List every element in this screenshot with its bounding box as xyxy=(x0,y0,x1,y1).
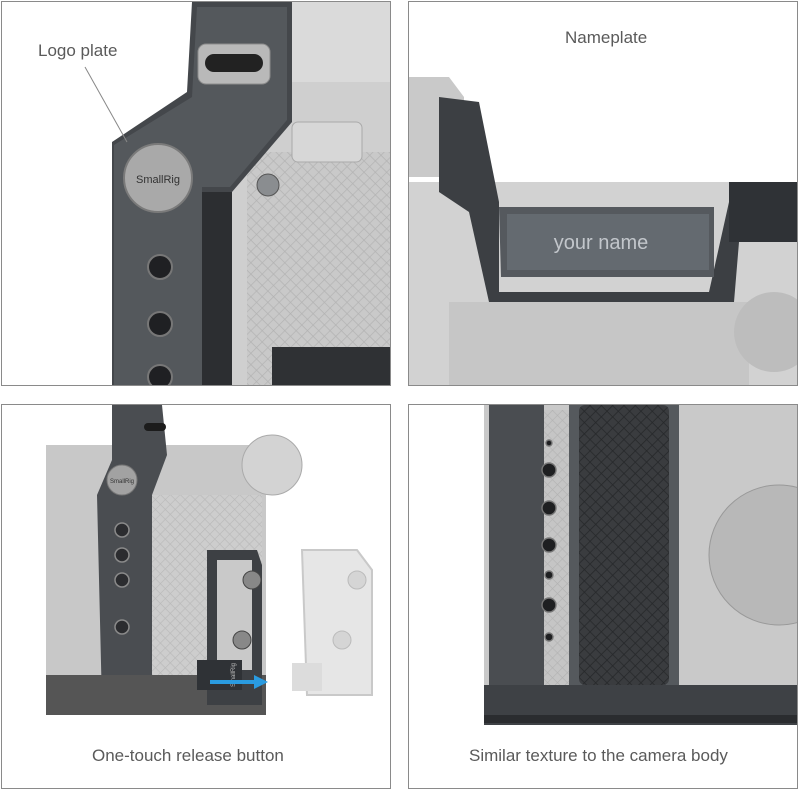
release-button-photo: SmallRig SmallRig xyxy=(46,405,373,715)
logo-plate-photo: SmallRig xyxy=(84,2,390,385)
panel-logo-plate: SmallRig Logo plate xyxy=(1,1,391,386)
caption-release-button: One-touch release button xyxy=(92,746,284,765)
nameplate-photo: your name xyxy=(409,77,797,385)
caption-nameplate: Nameplate xyxy=(565,28,648,47)
caption-logo-plate: Logo plate xyxy=(38,41,118,60)
panel-release-button: SmallRig SmallRig One-touch release butt… xyxy=(1,404,391,789)
release-side-text: SmallRig xyxy=(231,663,237,687)
logo-plate-text: SmallRig xyxy=(136,174,180,186)
nameplate-text: your name xyxy=(554,232,649,254)
caption-texture: Similar texture to the camera body xyxy=(469,746,728,765)
panel-nameplate: your name Nameplate xyxy=(408,1,798,386)
texture-photo xyxy=(484,405,797,725)
release-logo-text: SmallRig xyxy=(110,479,134,485)
panel-texture: Similar texture to the camera body xyxy=(408,404,798,789)
